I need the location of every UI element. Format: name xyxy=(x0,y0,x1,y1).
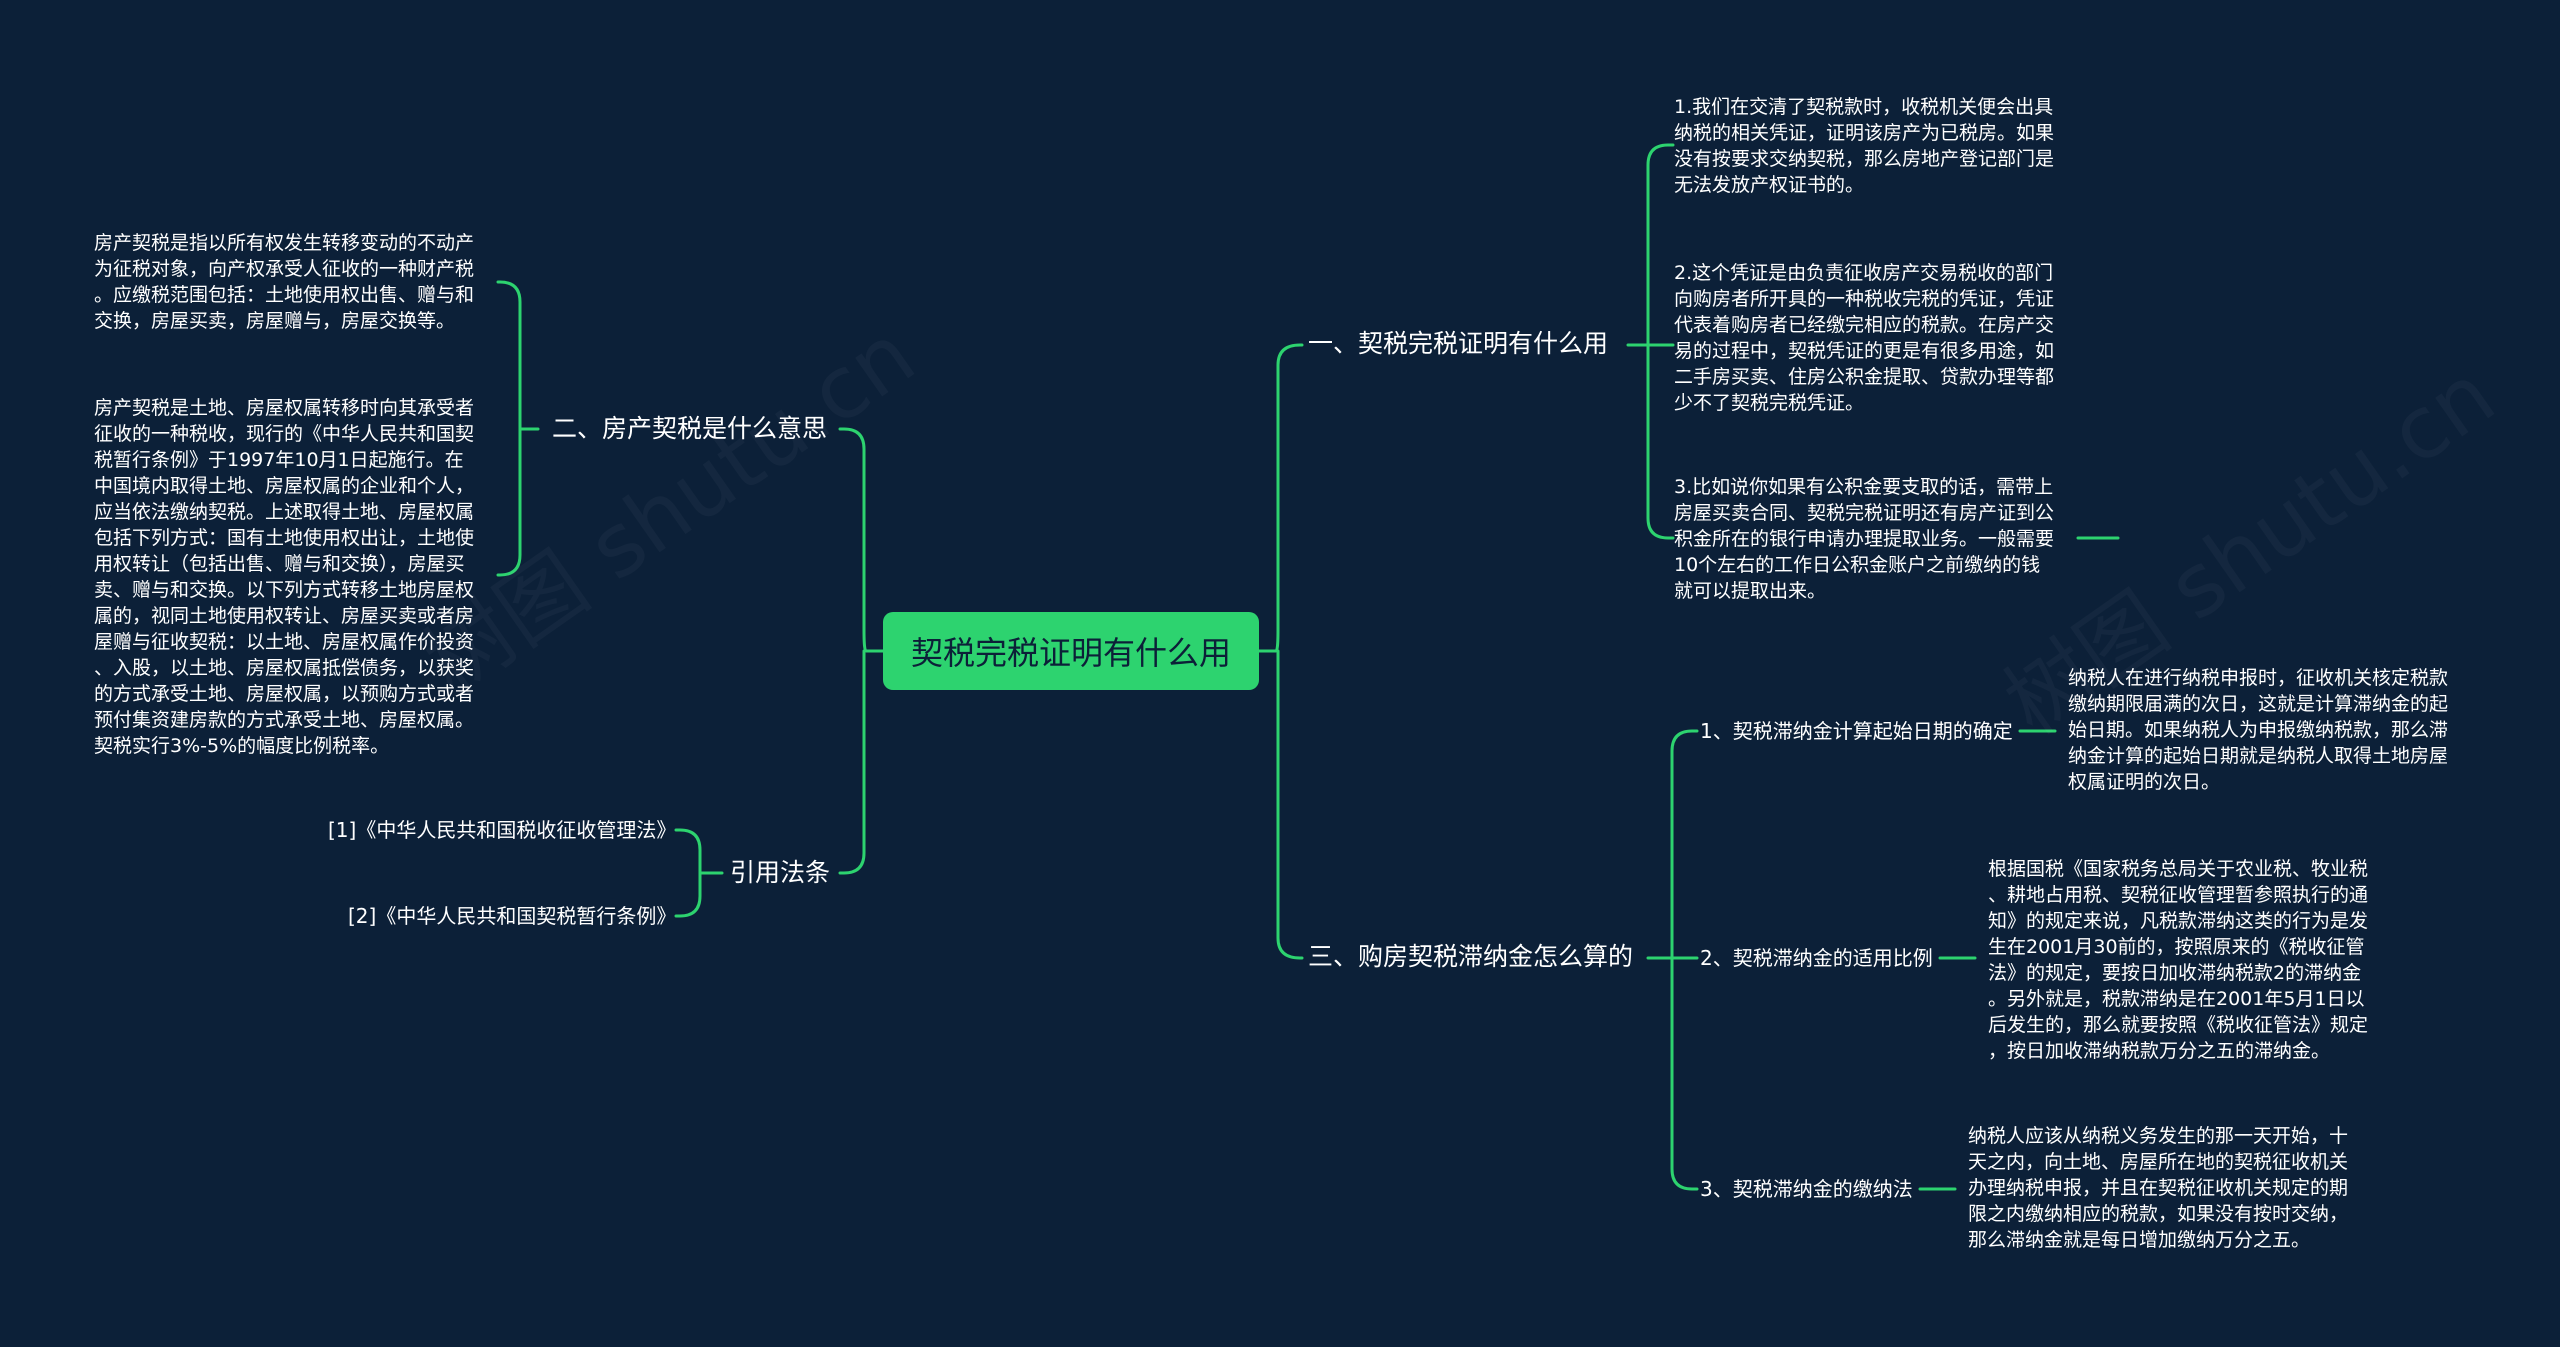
leaf-text: 房产契税是土地、房屋权属转移时向其承受者 征收的一种税收，现行的《中华人民共和国… xyxy=(94,397,475,757)
link-root-b3 xyxy=(1276,649,1304,960)
link-b3-s3 xyxy=(1670,956,1699,1191)
reference-item[interactable]: [2]《中华人民共和国契税暂行条例》 xyxy=(348,904,677,928)
sub-适用比例[interactable]: 2、契税滞纳金的适用比例 xyxy=(1700,946,1933,970)
sub-缴纳法[interactable]: 3、契税滞纳金的缴纳法 xyxy=(1700,1177,1913,1201)
link-b1-l1 xyxy=(1646,143,1675,347)
leaf-text: 纳税人在进行纳税申报时，征收机关核定税款 缴纳期限届满的次日，这就是计算滞纳金的… xyxy=(2068,667,2449,793)
link-b3-s1 xyxy=(1670,729,1699,960)
link-b2-l1 xyxy=(496,280,522,431)
branch-契税完税证明用途[interactable]: 一、契税完税证明有什么用 xyxy=(1308,329,1609,358)
leaf-text: 1.我们在交清了契税款时，收税机关便会出具 纳税的相关凭证，证明该房产为已税房。… xyxy=(1674,96,2055,196)
branch-滞纳金计算[interactable]: 三、购房契税滞纳金怎么算的 xyxy=(1308,942,1634,971)
link-ref-i1 xyxy=(674,828,702,875)
link-b2-l2 xyxy=(496,427,522,577)
branch-引用法条[interactable]: 引用法条 xyxy=(730,858,831,887)
root-node[interactable]: 契税完税证明有什么用 xyxy=(883,612,1259,690)
branch-房产契税含义[interactable]: 二、房产契税是什么意思 xyxy=(552,414,828,443)
sub-起始日期[interactable]: 1、契税滞纳金计算起始日期的确定 xyxy=(1700,719,2013,743)
link-root-ref xyxy=(838,649,866,875)
link-root-b1 xyxy=(1257,343,1304,653)
link-ref-i2 xyxy=(674,871,702,918)
reference-item[interactable]: [1]《中华人民共和国税收征收管理法》 xyxy=(328,818,677,842)
link-b1-l3 xyxy=(1646,343,1675,540)
leaf-text: 根据国税《国家税务总局关于农业税、牧业税 、耕地占用税、契税征收管理暂参照执行的… xyxy=(1988,858,2369,1062)
leaf-text: 2.这个凭证是由负责征收房产交易税收的部门 向购房者所开具的一种税收完税的凭证，… xyxy=(1674,262,2055,414)
leaf-text: 纳税人应该从纳税义务发生的那一天开始，十 天之内，向土地、房屋所在地的契税征收机… xyxy=(1968,1125,2349,1251)
leaf-text: 房产契税是指以所有权发生转移变动的不动产 为征税对象，向产权承受人征收的一种财产… xyxy=(94,232,475,332)
link-root-b2 xyxy=(838,427,885,653)
leaf-text: 3.比如说你如果有公积金要支取的话，需带上 房屋买卖合同、契税完税证明还有房产证… xyxy=(1674,476,2055,602)
